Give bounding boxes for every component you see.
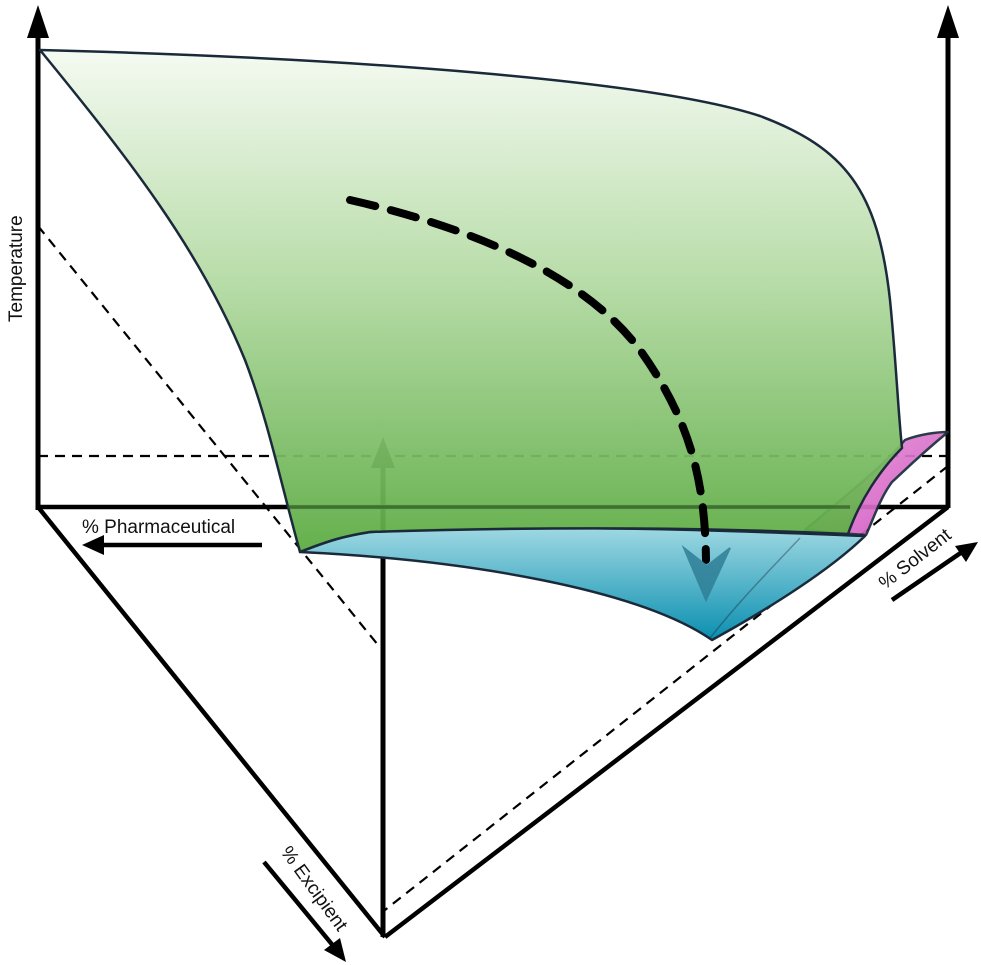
pharmaceutical-label: % Pharmaceutical bbox=[82, 517, 235, 538]
base-left-edge bbox=[36, 505, 387, 939]
solvent-arrowhead bbox=[955, 542, 978, 562]
temperature-label: Temperature bbox=[6, 215, 27, 322]
cooling-path bbox=[346, 196, 710, 564]
excipient-arrowhead bbox=[324, 938, 346, 962]
excipient-arrow-line bbox=[262, 860, 337, 950]
dashed-left-diagonal bbox=[37, 225, 379, 646]
left-axis-arrowhead bbox=[27, 5, 49, 38]
base-right-edge bbox=[383, 505, 950, 939]
solid-region-overlay bbox=[709, 537, 801, 639]
cooling-path-arrowhead bbox=[681, 544, 731, 603]
solvent-arrow-line bbox=[890, 550, 964, 602]
pharmaceutical-arrowhead bbox=[82, 535, 104, 555]
liquid-phase-surface bbox=[38, 48, 904, 554]
right-axis-arrowhead bbox=[937, 5, 959, 38]
